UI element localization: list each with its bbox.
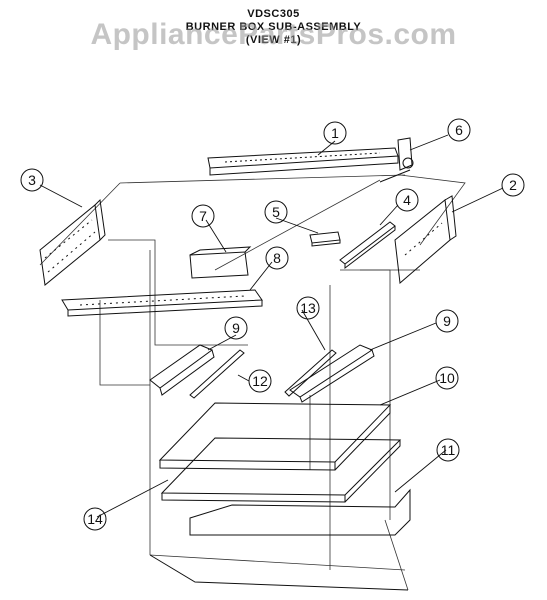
part-1-top-rail	[207, 147, 399, 176]
callout-9-left: 9	[224, 316, 248, 340]
callout-6: 6	[447, 118, 471, 142]
callout-4-label: 4	[403, 192, 411, 208]
part-2-right-panel	[394, 195, 457, 284]
part-13-angle-strip	[284, 349, 337, 397]
assembly-guide-lines	[39, 174, 466, 591]
diagram-header: VDSC305 BURNER BOX SUB-ASSEMBLY (VIEW #1…	[0, 8, 547, 47]
callout-12: 12	[248, 369, 272, 393]
callout-1-label: 1	[331, 125, 339, 141]
callout-13-label: 13	[300, 300, 316, 316]
part-12-angle-strip	[189, 349, 245, 399]
callout-14-label: 14	[87, 511, 103, 527]
callout-2: 2	[501, 173, 525, 197]
callout-9-right: 9	[435, 309, 459, 333]
part-4-rail	[339, 221, 396, 270]
view-label: (VIEW #1)	[245, 34, 302, 46]
part-9-right-channel	[289, 344, 375, 403]
callout-5: 5	[264, 200, 288, 224]
callout-6-label: 6	[455, 122, 463, 138]
callout-9-right-label: 9	[443, 313, 451, 329]
part-11-bottom-shield	[189, 488, 411, 536]
callout-7-label: 7	[199, 208, 207, 224]
callout-11-label: 11	[441, 442, 456, 458]
leader-lines	[39, 134, 504, 518]
callout-14: 14	[83, 507, 107, 531]
part-5-block	[309, 231, 341, 247]
part-6-bracket	[379, 137, 414, 183]
part-8-front-rail	[61, 289, 263, 317]
part-14-pan	[160, 437, 402, 503]
callout-5-label: 5	[272, 204, 280, 220]
callout-9-left-label: 9	[232, 320, 240, 336]
part-9-left-channel	[149, 344, 215, 396]
callout-3: 3	[20, 168, 44, 192]
callout-13: 13	[296, 296, 320, 320]
callout-10: 10	[435, 366, 459, 390]
watermark-text: AppliancePartsPros.com	[90, 18, 457, 51]
callout-1: 1	[323, 121, 347, 145]
callout-11: 11	[436, 438, 460, 462]
callout-7: 7	[191, 204, 215, 228]
callout-12-label: 12	[252, 373, 268, 389]
model-number: VDSC305	[247, 8, 300, 20]
callout-2-label: 2	[509, 177, 517, 193]
callout-3-label: 3	[28, 172, 36, 188]
callout-4: 4	[395, 188, 419, 212]
part-7-burner-box	[189, 246, 252, 279]
callout-8-label: 8	[273, 250, 281, 266]
part-10-tray	[158, 402, 392, 471]
floor-outline	[149, 554, 409, 591]
callout-8: 8	[265, 246, 289, 270]
callout-10-label: 10	[439, 370, 455, 386]
assembly-title: BURNER BOX SUB-ASSEMBLY	[185, 21, 362, 33]
part-3-left-panel	[39, 198, 106, 286]
